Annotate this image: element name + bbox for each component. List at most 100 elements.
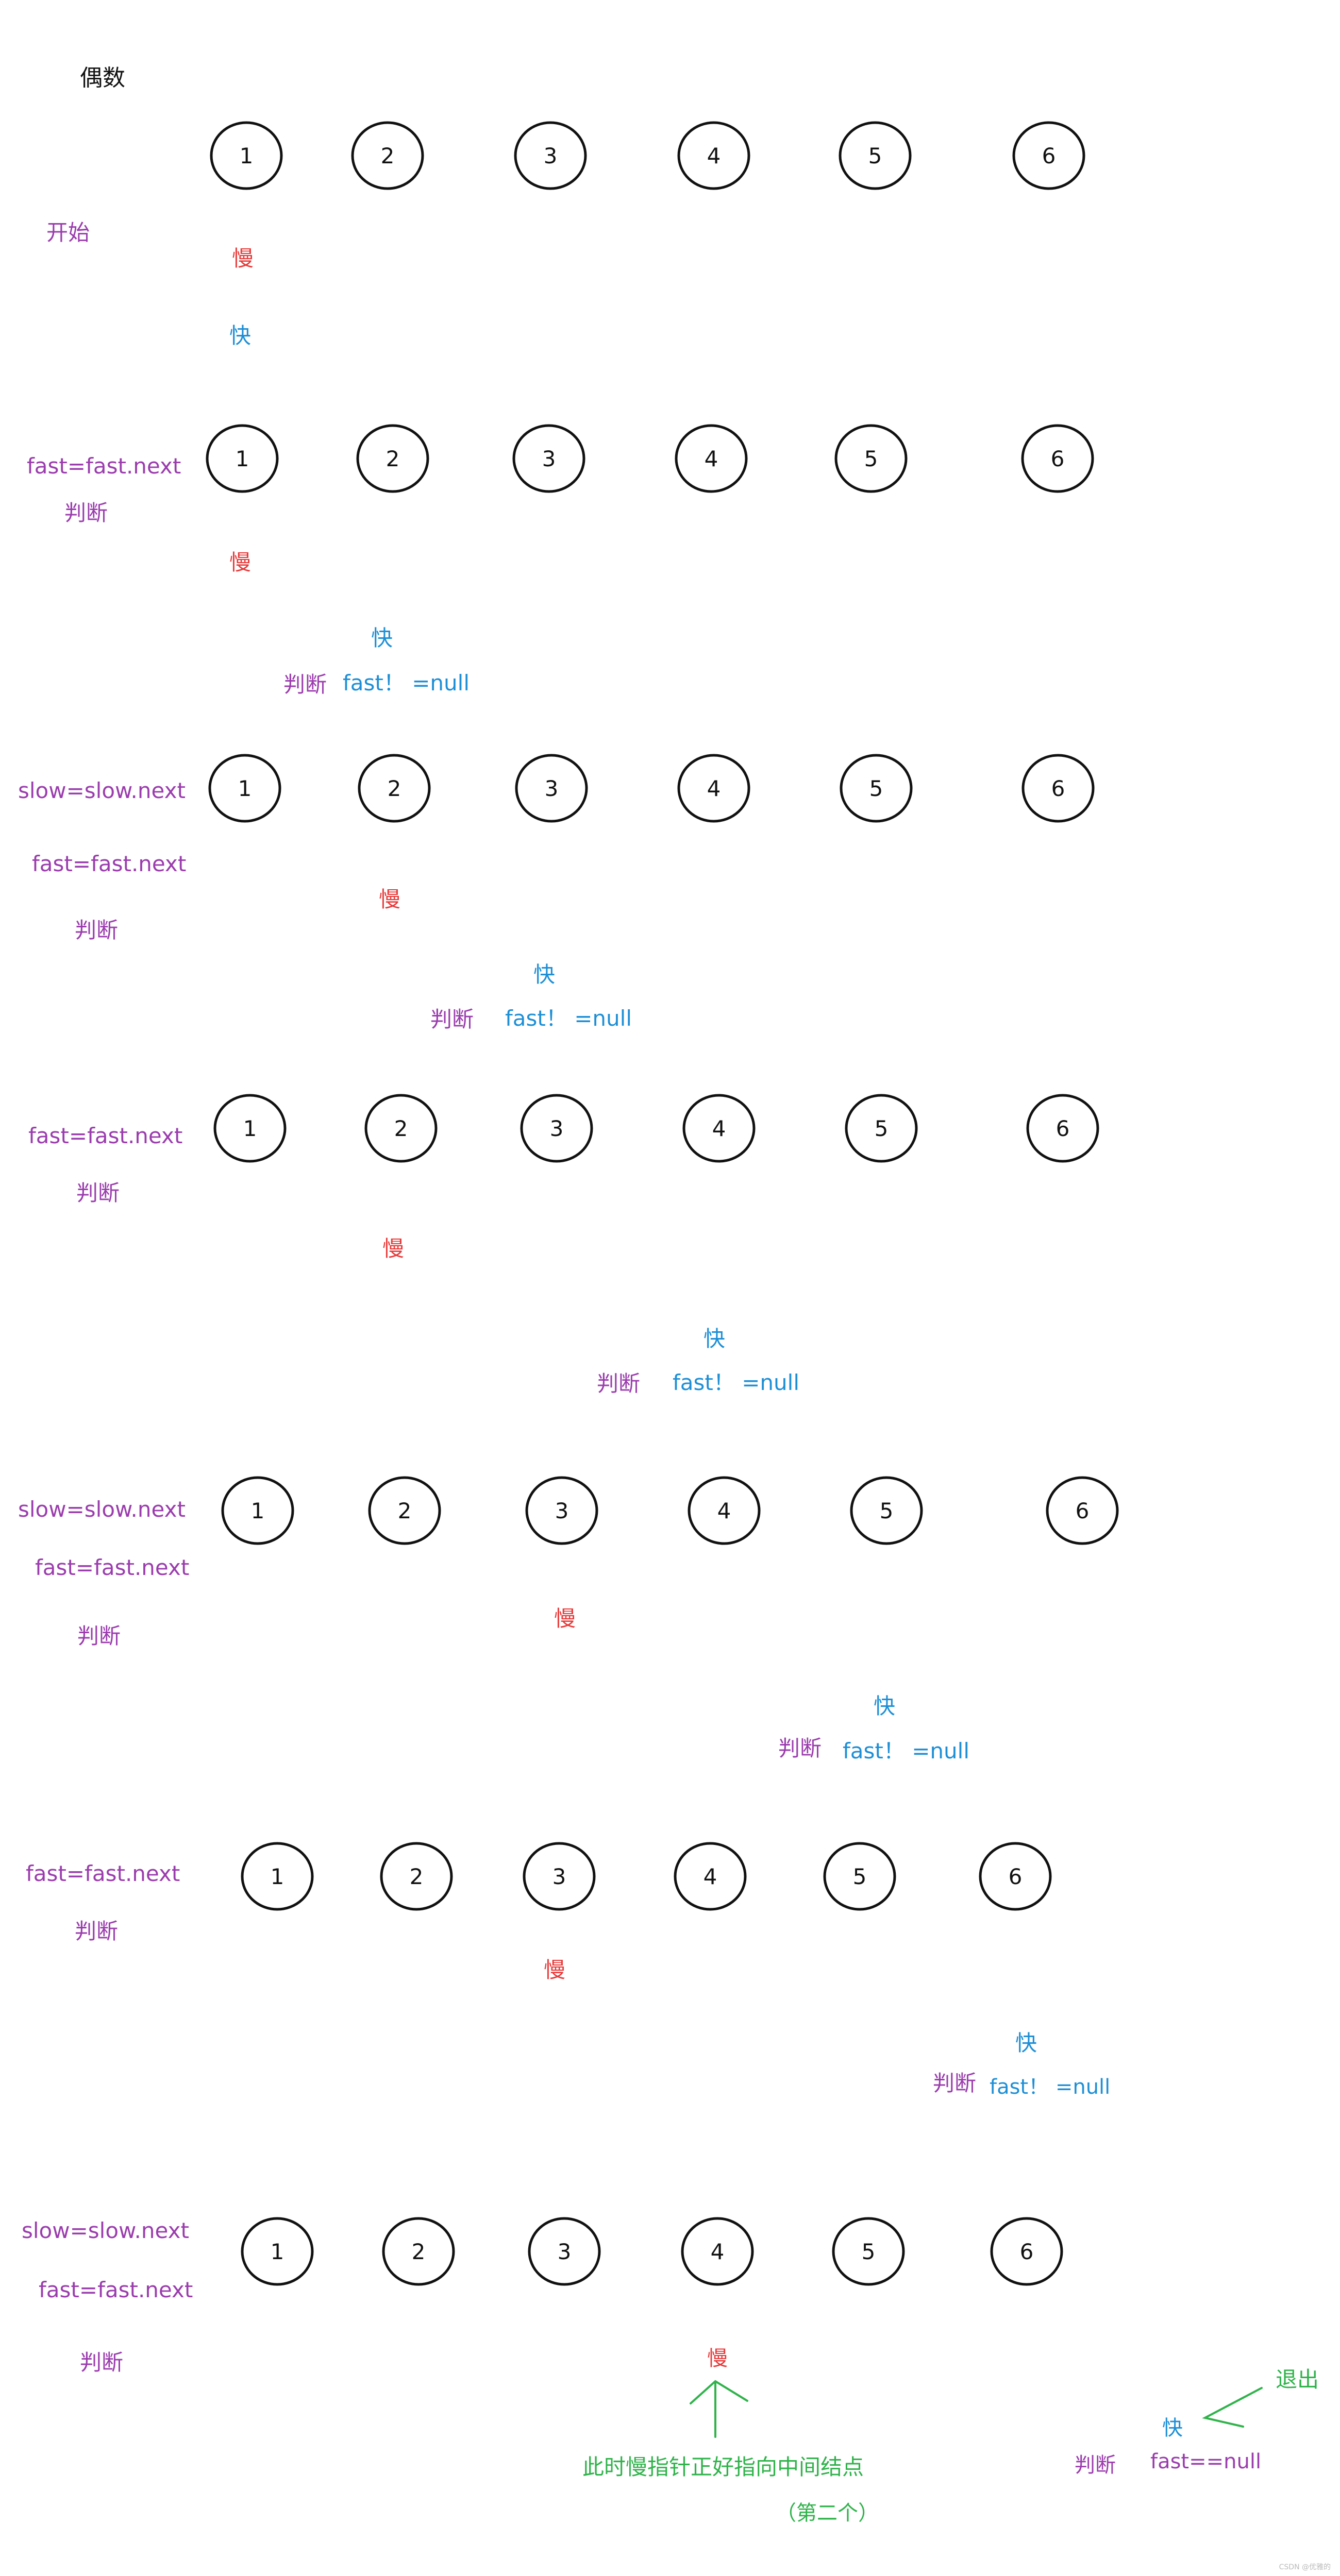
node-3-6: 6: [1021, 754, 1095, 823]
node-4-3: 3: [520, 1094, 593, 1163]
node-value: 4: [703, 1864, 717, 1889]
node-circle: [520, 1094, 593, 1163]
node-circle: [681, 2217, 754, 2286]
node-5-6: 6: [1046, 1476, 1119, 1545]
node-circle: [823, 1842, 896, 1911]
exit-arrow: [1202, 2387, 1263, 2428]
node-3-2: 2: [358, 754, 431, 823]
node-value: 3: [542, 446, 556, 471]
middle-node-note: 此时慢指针正好指向中间结点: [582, 2454, 864, 2480]
node-circle: [845, 1094, 918, 1163]
node-circle: [515, 754, 588, 823]
slow-pointer-3: 慢: [379, 887, 401, 912]
node-6-6: 6: [979, 1842, 1052, 1911]
step7-judge-inline: 判断: [1075, 2453, 1116, 2477]
node-1-5: 5: [839, 121, 912, 190]
node-circle: [675, 424, 748, 493]
node-value: 2: [394, 1116, 408, 1141]
step2-fast-next: fast=fast.next: [27, 453, 181, 479]
node-circle: [1046, 1476, 1119, 1545]
node-circle: [1021, 424, 1094, 493]
node-5-3: 3: [525, 1476, 598, 1545]
node-value: 3: [552, 1864, 566, 1889]
node-value: 2: [386, 446, 400, 471]
node-5-1: 1: [221, 1476, 294, 1545]
node-5-2: 2: [368, 1476, 441, 1545]
node-value: 6: [1076, 1498, 1090, 1523]
node-5-4: 4: [688, 1476, 761, 1545]
slow-pointer-5: 慢: [554, 1606, 576, 1631]
node-circle: [1012, 121, 1085, 190]
node-circle: [990, 2217, 1063, 2286]
node-2-6: 6: [1021, 424, 1094, 493]
slow-pointer-6: 慢: [544, 1957, 566, 1982]
node-circle: [525, 1476, 598, 1545]
node-3-3: 3: [515, 754, 588, 823]
node-circle: [839, 121, 912, 190]
node-3-4: 4: [677, 754, 750, 823]
fast-pointer-5: 快: [874, 1693, 896, 1719]
node-7-5: 5: [832, 2217, 905, 2286]
node-2-1: 1: [206, 424, 279, 493]
node-1-2: 2: [351, 121, 424, 190]
node-6-3: 3: [523, 1842, 596, 1911]
node-circle: [834, 424, 908, 493]
node-value: 2: [412, 2239, 426, 2264]
fast-pointer-3: 快: [533, 962, 556, 987]
exit-label: 退出: [1276, 2367, 1319, 2392]
node-circle: [208, 754, 281, 823]
node-4-4: 4: [682, 1094, 756, 1163]
watermark: CSDN @优雅的: [1279, 2563, 1331, 2571]
node-circle: [221, 1476, 294, 1545]
node-2-2: 2: [356, 424, 429, 493]
node-value: 2: [381, 143, 395, 168]
node-value: 1: [251, 1498, 265, 1523]
step3-judge-inline: 判断: [430, 1007, 474, 1032]
node-circle: [688, 1476, 761, 1545]
node-circle: [523, 1842, 596, 1911]
fast-pointer-1: 快: [229, 323, 252, 348]
node-value: 6: [1051, 446, 1065, 471]
node-value: 4: [705, 446, 718, 471]
node-circle: [674, 1842, 747, 1911]
fast-pointer-7: 快: [1162, 2416, 1183, 2440]
node-circle: [206, 424, 279, 493]
node-value: 1: [271, 2239, 284, 2264]
node-circle: [382, 2217, 455, 2286]
step4-judge-inline: 判断: [597, 1371, 641, 1396]
node-value: 3: [550, 1116, 564, 1141]
node-value: 3: [544, 143, 558, 168]
node-circle: [1026, 1094, 1099, 1163]
node-value: 4: [707, 776, 721, 801]
node-circle: [210, 121, 283, 190]
step5-condition: fast！ =null: [843, 1738, 969, 1764]
up-arrow-head: [690, 2380, 748, 2404]
node-6-2: 2: [380, 1842, 453, 1911]
node-value: 5: [862, 2239, 876, 2264]
node-value: 4: [711, 2239, 725, 2264]
node-value: 5: [853, 1864, 867, 1889]
slow-pointer-4: 慢: [382, 1236, 405, 1261]
node-value: 3: [558, 2239, 572, 2264]
node-value: 6: [1051, 776, 1065, 801]
node-value: 1: [238, 776, 252, 801]
step5-slow-next: slow=slow.next: [18, 1497, 186, 1522]
node-2-4: 4: [675, 424, 748, 493]
node-value: 6: [1056, 1116, 1070, 1141]
step4-judge: 判断: [76, 1180, 120, 1206]
node-circle: [677, 754, 750, 823]
node-circle: [364, 1094, 438, 1163]
node-1-6: 6: [1012, 121, 1085, 190]
slow-pointer-7: 慢: [707, 2347, 728, 2370]
node-circle: [979, 1842, 1052, 1911]
step4-fast-next: fast=fast.next: [28, 1123, 183, 1148]
node-value: 6: [1020, 2239, 1034, 2264]
node-circle: [528, 2217, 601, 2286]
node-circle: [850, 1476, 923, 1545]
node-circle: [213, 1094, 287, 1163]
node-2-5: 5: [834, 424, 908, 493]
step3-condition: fast！ =null: [505, 1006, 632, 1031]
step6-condition: fast！ =null: [990, 2075, 1111, 2099]
